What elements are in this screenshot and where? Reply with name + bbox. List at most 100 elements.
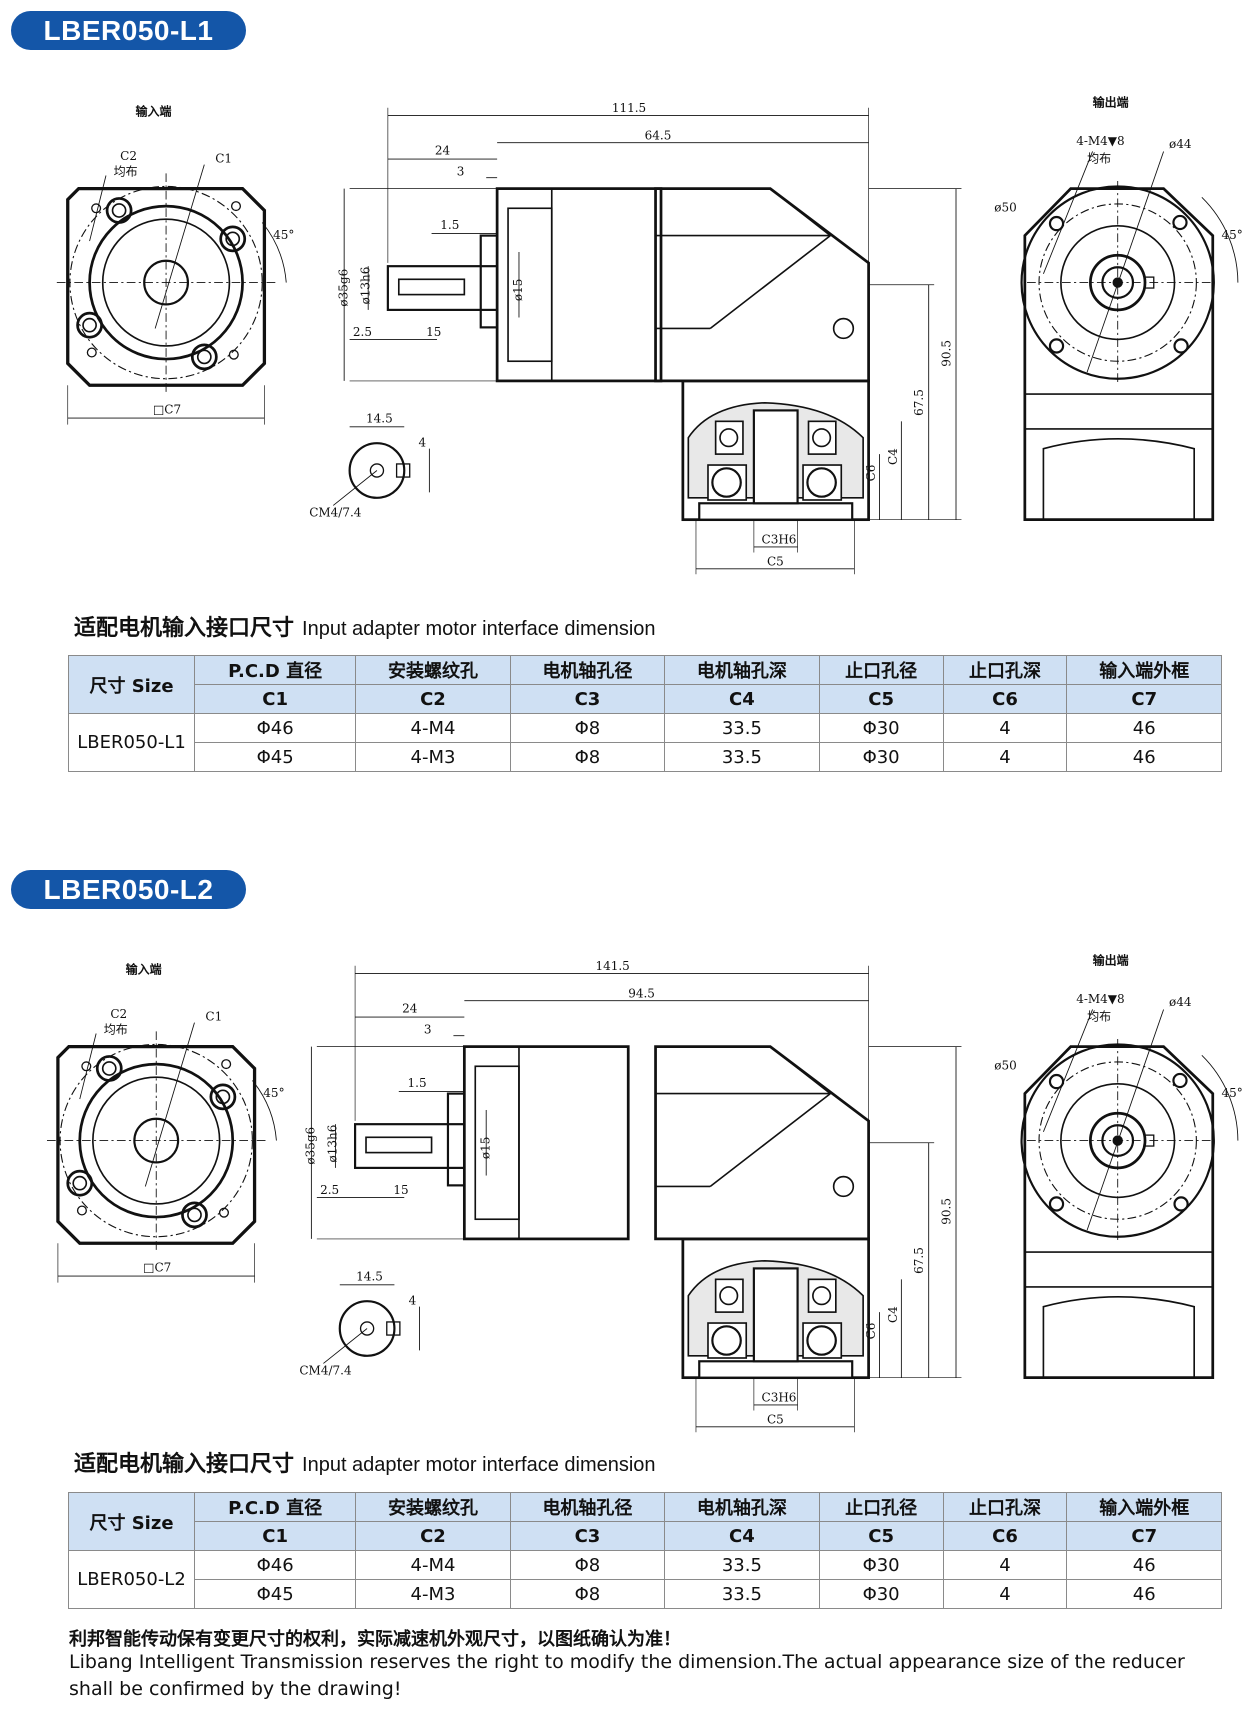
drawing-rect <box>698 502 854 521</box>
drawing-circle <box>209 1083 237 1111</box>
header-code: C6 <box>942 1521 1068 1551</box>
model-badge: LBER050-L2 <box>11 870 246 909</box>
dimension-label: 1.5 <box>440 218 459 232</box>
table-cell: 4-M4 <box>355 713 511 743</box>
dimension-label: 94.5 <box>628 986 655 1000</box>
drawing-line <box>769 187 831 237</box>
dimension-label: 15 <box>393 1183 408 1197</box>
drawing-circle <box>230 201 242 212</box>
drawing-line <box>144 1022 195 1187</box>
table-cell: 4 <box>942 742 1068 772</box>
drawing-rect <box>752 1267 799 1363</box>
drawing-circle <box>111 203 127 218</box>
drawing-rect <box>714 1278 744 1313</box>
dimension-label: 4-M4▼8 <box>1076 992 1124 1006</box>
dimension-label: 45° <box>1222 1086 1243 1100</box>
subtitle-en: Input adapter motor interface dimension <box>302 1454 656 1476</box>
drawing-circle <box>1048 1196 1065 1212</box>
drawing-circle <box>806 1325 837 1356</box>
dimension-label: ø35g6 <box>336 269 350 307</box>
drawing-circle <box>719 1286 739 1306</box>
drawing-circle <box>1172 1072 1188 1089</box>
dimension-label: 4 <box>409 1293 417 1307</box>
drawing-outline <box>1023 187 1215 522</box>
drawing-circle <box>338 1300 396 1357</box>
drawing-line <box>1086 1009 1165 1231</box>
dimension-label: □C7 <box>143 1261 171 1275</box>
drawing-circle <box>101 1061 117 1076</box>
model-cell: LBER050-L1 <box>68 713 195 772</box>
dimension-label: 45° <box>263 1086 284 1100</box>
dimension-label: 15 <box>426 325 441 339</box>
drawing-circle <box>1048 1073 1065 1090</box>
dimension-label: C1 <box>205 1009 222 1023</box>
table-cell: Φ8 <box>509 713 666 743</box>
dimension-label: ø15 <box>511 279 525 302</box>
dimension-label: CM4/7.4 <box>309 505 362 519</box>
dimension-label: 24 <box>435 144 451 158</box>
output-base <box>1042 438 1196 520</box>
drawing-circle <box>92 1076 221 1205</box>
table-cell: 46 <box>1066 1579 1222 1609</box>
dimension-label: 2.5 <box>353 325 372 339</box>
drawing-outline <box>56 1044 257 1245</box>
header-cn: 电机轴孔深 <box>664 1492 820 1522</box>
drawing-line <box>323 1328 368 1364</box>
dimension-label: CM4/7.4 <box>299 1363 352 1377</box>
table-cell: 4 <box>942 1550 1068 1580</box>
drawing-circle <box>359 1321 375 1336</box>
dimension-label: 输出端 <box>1093 95 1129 110</box>
drawing-circle <box>1048 215 1065 232</box>
header-code: C6 <box>942 684 1068 714</box>
table-cell: 46 <box>1066 713 1222 743</box>
table-cell: Φ30 <box>818 1579 944 1609</box>
size-header: 尺寸 Size <box>68 1492 195 1551</box>
drawing-rect <box>397 278 466 296</box>
dimension-label: □C7 <box>153 403 181 417</box>
dimension-label: C3H6 <box>762 1391 797 1405</box>
dimension-label: C1 <box>215 151 232 165</box>
drawing-outline <box>1023 1045 1215 1380</box>
drawing-circle <box>181 1201 208 1229</box>
dimension-label: 均布 <box>104 1023 128 1037</box>
header-code: C3 <box>509 684 666 714</box>
dimension-label: ø13h6 <box>326 1125 340 1163</box>
dimension-label: ø15 <box>478 1137 492 1160</box>
output-base <box>1042 1296 1196 1378</box>
drawing-line <box>769 1045 831 1095</box>
header-code: C7 <box>1066 1521 1222 1551</box>
drawing-line <box>709 234 831 330</box>
drawing-circle <box>66 1169 94 1197</box>
dimension-label: ø13h6 <box>358 267 372 305</box>
table-cell: 33.5 <box>664 1579 820 1609</box>
drawing-rect <box>802 464 843 501</box>
header-cn: 输入端外框 <box>1066 655 1222 685</box>
dimension-label: 均布 <box>114 165 138 179</box>
dimension-label: 24 <box>402 1002 418 1016</box>
drawing-circle <box>95 1055 123 1082</box>
header-cn: 止口孔深 <box>942 655 1068 685</box>
header-code: C4 <box>664 684 820 714</box>
dimension-label: 45° <box>1222 228 1243 242</box>
drawing-rect <box>462 1045 630 1241</box>
header-code: C7 <box>1066 684 1222 714</box>
dimension-label: 67.5 <box>912 1247 926 1274</box>
drawing-circle <box>76 1205 87 1216</box>
drawing-line <box>1043 151 1093 274</box>
dimension-label: ø44 <box>1169 995 1192 1009</box>
drawing-circle <box>1172 214 1188 231</box>
dimension-label: 67.5 <box>912 389 926 416</box>
table-cell: Φ46 <box>193 1550 357 1580</box>
footnote-en-2: shall be confirmed by the drawing! <box>69 1678 402 1700</box>
header-code: C1 <box>193 1521 357 1551</box>
dimension-label: 45° <box>273 228 294 242</box>
drawing-line <box>89 175 107 242</box>
dimension-label: 14.5 <box>356 1269 383 1283</box>
drawing-line <box>709 1092 831 1188</box>
angle-arc <box>252 1080 277 1141</box>
header-code: C3 <box>509 1521 666 1551</box>
